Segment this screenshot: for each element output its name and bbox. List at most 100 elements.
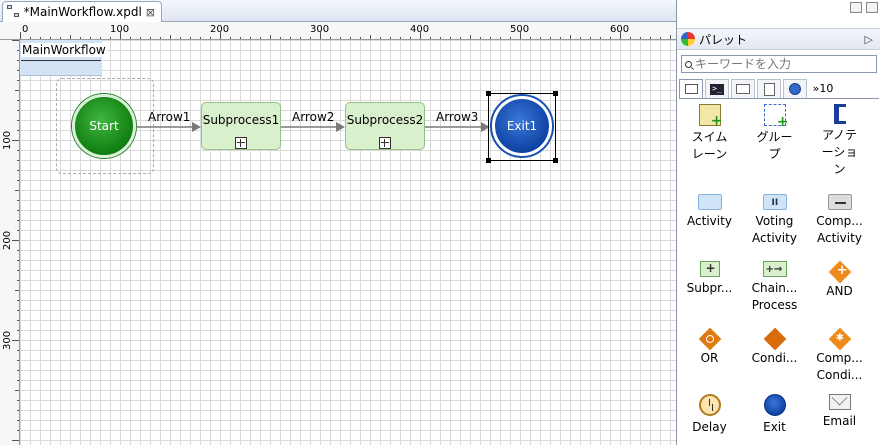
close-tab-icon[interactable]: ⊠ — [145, 5, 155, 19]
subprocess-icon — [699, 260, 720, 277]
palette-item-chained-process[interactable]: Chain... Process — [742, 261, 807, 314]
editor-tab-mainworkflow[interactable]: *MainWorkflow.xpdl ⊠ — [2, 1, 162, 22]
maximize-icon[interactable] — [866, 2, 878, 13]
ruler-tick — [530, 37, 531, 39]
ruler-tick — [90, 37, 91, 39]
palette-tab-mail[interactable] — [731, 79, 755, 98]
palette-item-and-gateway[interactable]: AND — [807, 260, 872, 300]
ruler-tick — [17, 410, 19, 411]
palette-tab-web[interactable] — [783, 79, 807, 98]
workflow-canvas[interactable]: MainWorkflow Start Arrow1 Arrow2 Arrow3 … — [20, 40, 676, 445]
arrow-connectors — [136, 122, 490, 132]
ruler-tick — [230, 37, 231, 39]
ruler-label: 100 — [110, 24, 130, 35]
palette-item-annotation[interactable]: アノテ ーショ ン — [807, 104, 872, 178]
subprocess1-node[interactable]: Subprocess1 — [201, 102, 281, 150]
palette-item-swimlane[interactable]: スイム レーン — [677, 104, 742, 163]
resize-handle-se[interactable] — [553, 158, 558, 163]
ruler-tick — [70, 35, 71, 39]
search-icon — [685, 60, 692, 68]
web-tab-icon — [789, 83, 801, 95]
palette-item-delay[interactable]: Delay — [677, 394, 742, 436]
ruler-tick — [12, 140, 19, 141]
expand-subprocess1-icon[interactable] — [235, 137, 247, 149]
ruler-tick — [17, 60, 19, 61]
annotation-icon — [833, 104, 846, 124]
arrow3-connector[interactable] — [425, 122, 490, 132]
arrow2-connector[interactable] — [281, 122, 345, 132]
ruler-tick — [170, 35, 171, 39]
palette-search-input[interactable] — [695, 57, 865, 71]
palette-item-activity[interactable]: Activity — [677, 194, 742, 230]
ruler-tick — [640, 37, 641, 39]
workflow-file-icon — [7, 5, 20, 19]
arrow2-label[interactable]: Arrow2 — [292, 110, 335, 124]
palette-icon — [681, 32, 695, 46]
minimize-icon[interactable] — [850, 2, 862, 13]
ruler-tick — [17, 80, 19, 81]
start-group-boundary[interactable] — [56, 78, 154, 174]
palette-item-email[interactable]: Email — [807, 394, 872, 430]
ruler-tick — [15, 390, 19, 391]
palette-item-conditional-gateway[interactable]: Condi... — [742, 327, 807, 367]
palette-item-compensation-activity[interactable]: Comp... Activity — [807, 194, 872, 247]
start-event[interactable]: Start — [72, 94, 136, 158]
exit-event[interactable]: Exit1 — [490, 94, 554, 158]
ruler-tick — [450, 37, 451, 39]
palette-item-label: Exit — [763, 420, 786, 434]
ruler-tick — [560, 37, 561, 39]
expand-subprocess2-icon[interactable] — [379, 137, 391, 149]
ruler-tick — [330, 37, 331, 39]
ruler-tick — [17, 70, 19, 71]
ruler-tick — [17, 350, 19, 351]
more-tabs-button[interactable]: »10 — [812, 82, 834, 95]
palette-item-complex-condition[interactable]: Comp... Condi... — [807, 327, 872, 384]
ruler-tick — [600, 37, 601, 39]
resize-handle-sw[interactable] — [486, 158, 491, 163]
ruler-tick — [200, 37, 201, 39]
ruler-tick — [80, 37, 81, 39]
ruler-label: 300 — [310, 24, 330, 35]
palette-tab-script[interactable]: >_ — [705, 79, 729, 98]
pool-name-underline — [21, 60, 101, 61]
ruler-tick — [17, 330, 19, 331]
palette-title: パレット — [699, 32, 748, 47]
palette-tab-general[interactable] — [679, 79, 703, 98]
exit-icon — [763, 394, 786, 416]
palette-item-or-gateway[interactable]: OR — [677, 327, 742, 367]
ruler-tick — [240, 37, 241, 39]
arrow1-label[interactable]: Arrow1 — [148, 110, 191, 124]
ruler-tick — [17, 250, 19, 251]
resize-handle-nw[interactable] — [486, 91, 491, 96]
palette-item-label: Activity — [687, 214, 732, 228]
palette-search-box[interactable] — [681, 55, 877, 73]
arrow1-connector[interactable] — [136, 122, 201, 132]
palette-collapse-arrow-icon[interactable]: ▷ — [864, 32, 873, 46]
ruler-tick — [210, 37, 211, 39]
palette-item-subprocess[interactable]: Subpr... — [677, 260, 742, 297]
ruler-tick — [460, 37, 461, 39]
editor-tab-label: *MainWorkflow.xpdl — [23, 5, 142, 19]
ruler-tick — [370, 35, 371, 39]
ruler-tick — [110, 37, 111, 39]
ruler-tick — [17, 380, 19, 381]
ruler-tick — [500, 37, 501, 39]
ruler-label: 600 — [610, 24, 630, 35]
palette-tabs: >_ »10 — [679, 79, 879, 99]
ruler-label: 0 — [22, 24, 29, 35]
ruler-tick — [17, 210, 19, 211]
subprocess2-node[interactable]: Subprocess2 — [345, 102, 425, 150]
palette-item-voting-activity[interactable]: Voting Activity — [742, 194, 807, 247]
palette-tab-document[interactable] — [757, 79, 781, 98]
ruler-tick — [430, 37, 431, 39]
delay-icon — [698, 394, 721, 416]
ruler-label: 200 — [2, 230, 13, 250]
ruler-tick — [17, 170, 19, 171]
ruler-tick — [250, 37, 251, 39]
palette-item-group[interactable]: グルー プ — [742, 104, 807, 163]
palette-item-exit[interactable]: Exit — [742, 394, 807, 436]
pool-header[interactable]: MainWorkflow — [20, 40, 107, 76]
exit-event-label: Exit1 — [506, 119, 538, 133]
resize-handle-ne[interactable] — [553, 91, 558, 96]
arrow3-label[interactable]: Arrow3 — [436, 110, 479, 124]
